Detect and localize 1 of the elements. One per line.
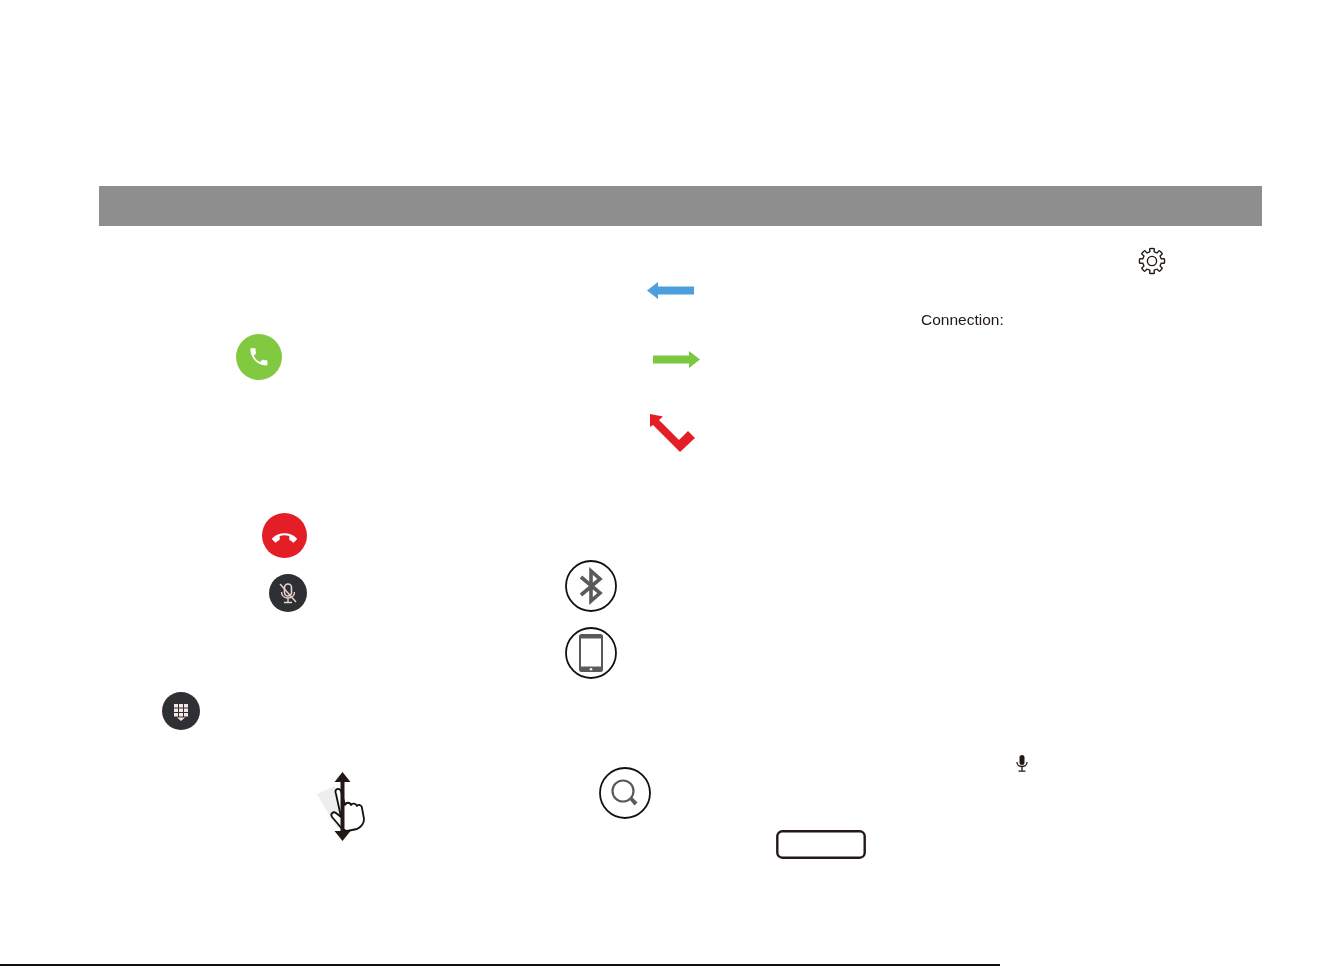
heading-label: Connection: [921, 311, 1004, 329]
